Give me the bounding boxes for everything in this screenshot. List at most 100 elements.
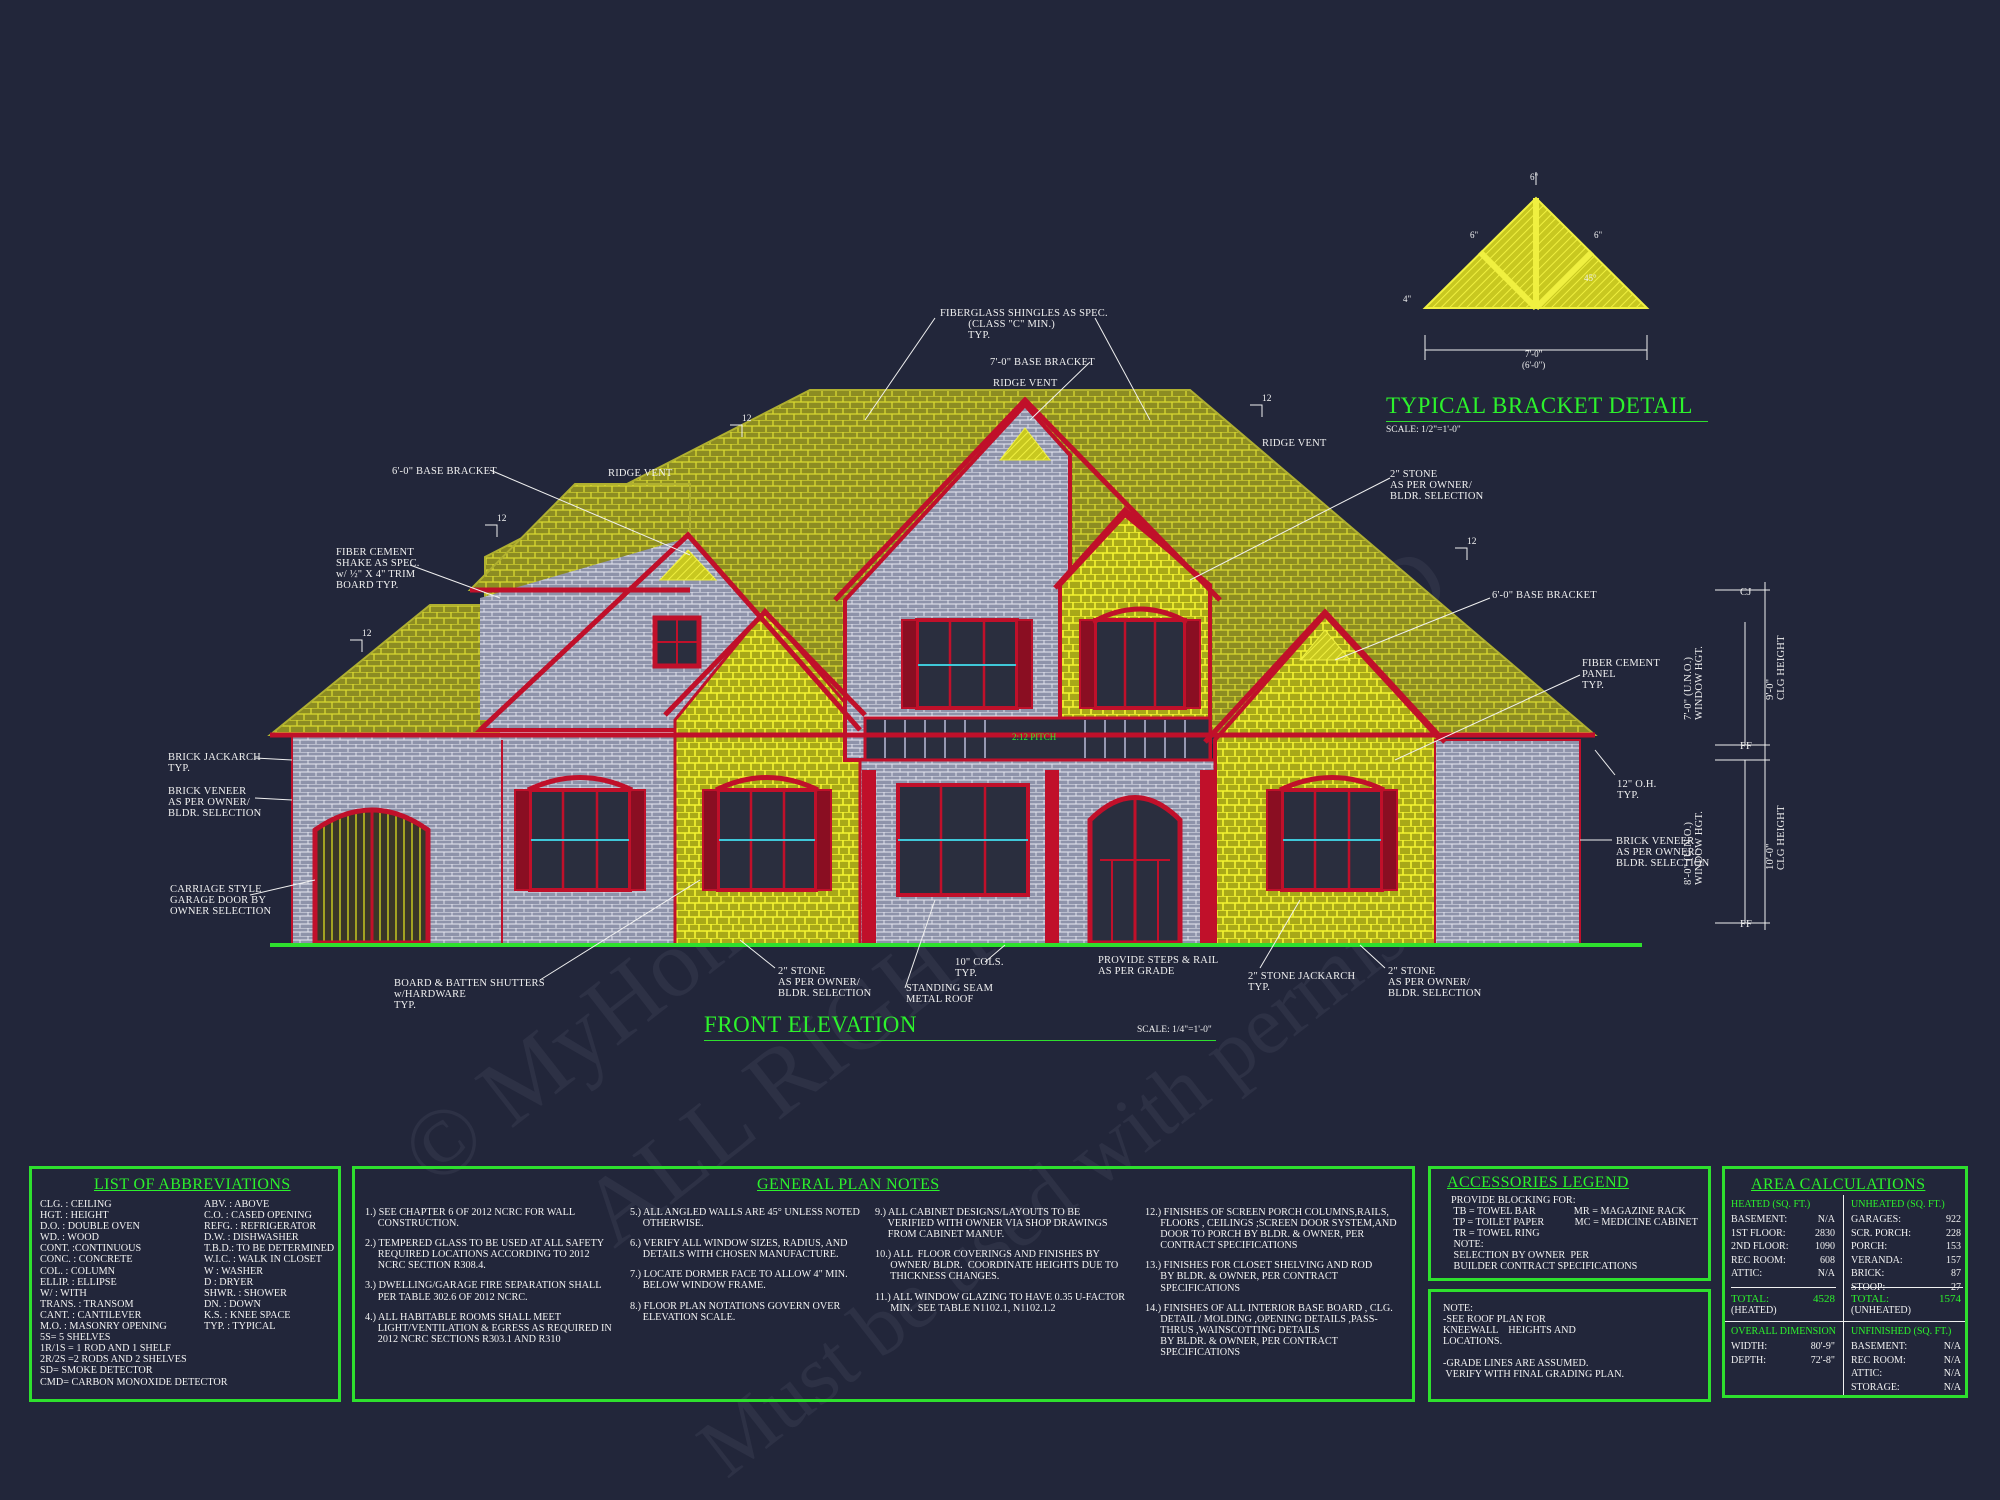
general-note-item: 6.) VERIFY ALL WINDOW SIZES, RADIUS, AND… <box>630 1238 848 1261</box>
abbreviation-item: D : DRYER <box>204 1276 254 1288</box>
general-note-item: 9.) ALL CABINET DESIGNS/LAYOUTS TO BE VE… <box>875 1207 1108 1241</box>
accessories-box: ACCESSORIES LEGEND PROVIDE BLOCKING FOR:… <box>1428 1166 1711 1281</box>
pitch-12-c: 12 <box>497 514 507 524</box>
heated-row-label: 2ND FLOOR: <box>1731 1241 1789 1252</box>
elevation-scale: SCALE: 1/4"=1'-0" <box>1137 1025 1212 1035</box>
label-fiber-shake: FIBER CEMENT SHAKE AS SPEC. w/ ½" X 4" T… <box>336 547 420 591</box>
abbreviation-item: CMD= CARBON MONOXIDE DETECTOR <box>40 1376 228 1388</box>
height-clg-upper: 9'-0" CLG HEIGHT <box>1765 635 1787 700</box>
abbreviation-item: C.O. : CASED OPENING <box>204 1210 312 1222</box>
abbreviation-item: 1R/1S = 1 ROD AND 1 SHELF <box>40 1343 171 1355</box>
height-cj: CJ <box>1740 587 1752 598</box>
elevation-underline <box>704 1040 1216 1041</box>
area-title: AREA CALCULATIONS <box>1751 1176 1926 1193</box>
area-box: AREA CALCULATIONS HEATED (SQ. FT.) UNHEA… <box>1722 1166 1968 1398</box>
label-stone-top: 2" STONE AS PER OWNER/ BLDR. SELECTION <box>1390 469 1484 502</box>
abbreviation-item: TYP. : TYPICAL <box>204 1321 276 1333</box>
abbreviation-item: D.W. : DISHWASHER <box>204 1232 299 1244</box>
height-window-lower: 8'-0" (U.N.O.) WINDOW HGT. <box>1683 810 1705 885</box>
overall-row-label: DEPTH: <box>1731 1354 1766 1366</box>
heated-total-rule <box>1731 1287 1836 1288</box>
label-overhang: 12" O.H. TYP. <box>1617 779 1657 801</box>
general-notes-col-3: 9.) ALL CABINET DESIGNS/LAYOUTS TO BE VE… <box>875 1207 1125 1323</box>
heated-row-label: ATTIC: <box>1731 1268 1763 1279</box>
unfinished-row-label: STORAGE: <box>1851 1381 1900 1393</box>
label-shingles: FIBERGLASS SHINGLES AS SPEC. (CLASS "C" … <box>940 308 1108 341</box>
bracket-dim-left: 6" <box>1470 230 1479 240</box>
unheated-total-label: TOTAL: <box>1851 1293 1890 1305</box>
bracket-dim-bottom-1: 7'-0" <box>1525 349 1543 359</box>
unfinished-row-value: N/A <box>1943 1368 1961 1379</box>
bracket-detail-underline <box>1386 421 1708 422</box>
general-note-item: 5.) ALL ANGLED WALLS ARE 45° UNLESS NOTE… <box>630 1207 860 1230</box>
general-notes-col-1: 1.) SEE CHAPTER 6 OF 2012 NCRC FOR WALL … <box>365 1207 612 1354</box>
unheated-row-value: 153 <box>1946 1241 1961 1252</box>
label-brick-veneer-right: BRICK VENEER AS PER OWNER/ BLDR. SELECTI… <box>1616 836 1710 869</box>
general-note-item: 1.) SEE CHAPTER 6 OF 2012 NCRC FOR WALL … <box>365 1207 576 1230</box>
label-stone-bottom-right: 2" STONE AS PER OWNER/ BLDR. SELECTION <box>1388 966 1482 999</box>
general-note-item: 4.) ALL HABITABLE ROOMS SHALL MEET LIGHT… <box>365 1311 612 1345</box>
label-ridge-vent-left: RIDGE VENT <box>608 468 673 479</box>
height-clg-lower: 10'-0" CLG HEIGHT <box>1765 805 1787 870</box>
abbreviation-item: CONT. :CONTINUOUS <box>40 1243 142 1255</box>
heated-row-value: N/A <box>1817 1214 1835 1225</box>
general-note-item: 13.) FINISHES FOR CLOSET SHELVING AND RO… <box>1145 1260 1373 1294</box>
unheated-total-value: 1574 <box>1939 1293 1961 1305</box>
abbreviation-item: ELLIP. : ELLIPSE <box>40 1276 117 1288</box>
abbreviation-item: HGT. : HEIGHT <box>40 1210 109 1222</box>
abbreviation-item: 5S= 5 SHELVES <box>40 1332 111 1344</box>
accessories-title: ACCESSORIES LEGEND <box>1447 1174 1629 1191</box>
abbreviation-item: CANT. : CANTILEVER <box>40 1309 142 1321</box>
pitch-12-b: 12 <box>1262 394 1272 404</box>
pitch-12-a: 12 <box>742 414 752 424</box>
heated-total-sub: (HEATED) <box>1731 1305 1777 1316</box>
general-note-item: 14.) FINISHES OF ALL INTERIOR BASE BOARD… <box>1145 1302 1393 1359</box>
elevation-title: FRONT ELEVATION <box>704 1012 918 1037</box>
bracket-dim-right: 6" <box>1594 230 1603 240</box>
overall-row-value: 72'-8" <box>1810 1354 1835 1366</box>
unfinished-row-value: N/A <box>1943 1341 1961 1352</box>
bracket-dim-side: 4" <box>1403 294 1412 304</box>
unheated-row-label: VERANDA: <box>1851 1254 1903 1266</box>
label-brick-jackarch: BRICK JACKARCH TYP. <box>168 752 261 774</box>
note-box-lines: NOTE: -SEE ROOF PLAN FOR KNEEWALL HEIGHT… <box>1443 1303 1625 1380</box>
label-steps: PROVIDE STEPS & RAIL AS PER GRADE <box>1098 955 1219 977</box>
bracket-dim-top: 6" <box>1530 172 1539 182</box>
general-notes-title: GENERAL PLAN NOTES <box>757 1176 940 1193</box>
accessories-lines: PROVIDE BLOCKING FOR: TB = TOWEL BAR MR … <box>1451 1195 1698 1272</box>
height-window-upper: 7'-0" (U.N.O.) WINDOW HGT. <box>1683 645 1705 720</box>
overall-rule <box>1725 1321 1965 1322</box>
general-note-item: 12.) FINISHES OF SCREEN PORCH COLUMNS,RA… <box>1145 1207 1397 1252</box>
abbreviations-title: LIST OF ABBREVIATIONS <box>94 1176 291 1193</box>
heated-head: HEATED (SQ. FT.) <box>1731 1199 1811 1210</box>
abbreviation-item: T.B.D.: TO BE DETERMINED <box>204 1243 335 1255</box>
abbreviation-item: SD= SMOKE DETECTOR <box>40 1365 153 1377</box>
abbreviation-item: K.S. : KNEE SPACE <box>204 1309 291 1321</box>
abbreviation-item: TRANS. : TRANSOM <box>40 1298 134 1310</box>
heated-row-label: REC ROOM: <box>1731 1254 1786 1266</box>
heated-total-value: 4528 <box>1813 1293 1835 1305</box>
abbreviation-item: SHWR. : SHOWER <box>204 1287 287 1299</box>
unheated-total-sub: (UNHEATED) <box>1851 1305 1911 1316</box>
unheated-head: UNHEATED (SQ. FT.) <box>1851 1199 1945 1210</box>
label-fiber-panel: FIBER CEMENT PANEL TYP. <box>1582 658 1660 691</box>
general-note-item: 10.) ALL FLOOR COVERINGS AND FINISHES BY… <box>875 1249 1119 1283</box>
general-note-item: 7.) LOCATE DORMER FACE TO ALLOW 4" MIN. … <box>630 1269 848 1292</box>
abbreviation-item: ABV. : ABOVE <box>204 1199 270 1210</box>
heated-row-value: 2830 <box>1815 1227 1835 1239</box>
unheated-row-label: PORCH: <box>1851 1241 1888 1252</box>
pitch-12-d: 12 <box>1467 537 1477 547</box>
label-carriage: CARRIAGE STYLE GARAGE DOOR BY OWNER SELE… <box>170 884 272 917</box>
overall-head: OVERALL DIMENSION <box>1731 1326 1836 1337</box>
overall-row-label: WIDTH: <box>1731 1341 1768 1352</box>
label-brick-veneer-left: BRICK VENEER AS PER OWNER/ BLDR. SELECTI… <box>168 786 262 819</box>
abbreviation-item: CONC. : CONCRETE <box>40 1254 133 1266</box>
pitch-12-e: 12 <box>362 629 372 639</box>
unfinished-row-label: REC ROOM: <box>1851 1354 1906 1366</box>
bracket-detail-title: TYPICAL BRACKET DETAIL <box>1386 393 1693 418</box>
heated-row-label: BASEMENT: <box>1731 1214 1788 1225</box>
general-notes-col-2: 5.) ALL ANGLED WALLS ARE 45° UNLESS NOTE… <box>630 1207 860 1332</box>
